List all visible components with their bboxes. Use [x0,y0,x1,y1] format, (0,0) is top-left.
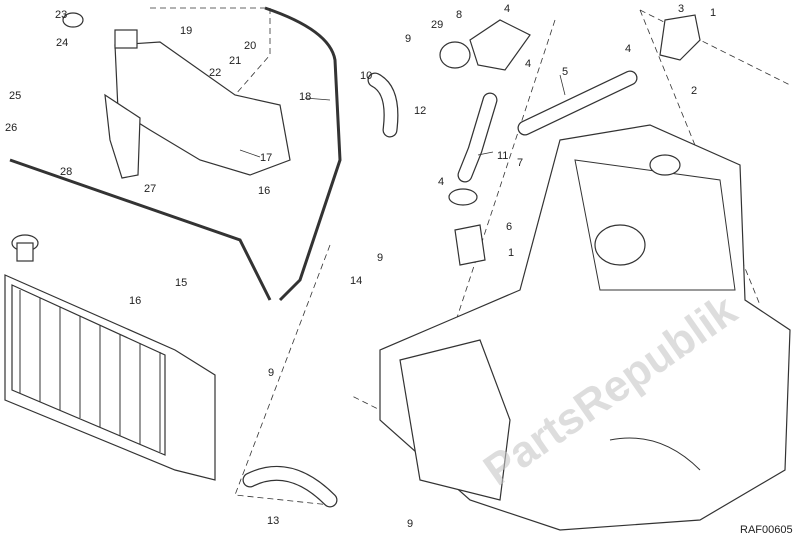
tank-cap [62,12,84,28]
part-label: 1 [710,7,716,19]
part-label: 23 [55,9,67,21]
part-label: 6 [506,221,512,233]
part-labels: 23 19 20 21 22 24 25 26 27 28 17 16 18 1… [5,3,716,530]
part-label: 12 [414,105,426,117]
part-label: 9 [407,518,413,530]
group-outline [234,244,331,506]
part-label: 1 [508,247,514,259]
part-label: 9 [405,33,411,45]
part-label: 26 [5,122,17,134]
part-label: 4 [504,3,510,15]
outlet-fitting [659,14,701,61]
expansion-tank [62,12,291,179]
part-label: 4 [625,43,631,55]
group-outline [639,9,791,86]
part-label: 2 [691,85,697,97]
part-label: 24 [56,37,68,49]
part-label: 4 [438,176,444,188]
part-label: 16 [258,185,270,197]
part-label: 19 [180,25,192,37]
leader-lines [239,74,566,158]
group-outline [150,7,271,96]
hose-clamp [448,188,478,206]
part-label: 9 [268,367,274,379]
part-label: 7 [517,157,523,169]
part-label: 4 [525,58,531,70]
part-label: 21 [229,55,241,67]
part-label: 3 [678,3,684,15]
engine [379,124,791,531]
part-label: 14 [350,275,362,287]
seal-ring [439,41,471,69]
part-label: 29 [431,19,443,31]
part-label: 28 [60,166,72,178]
part-label: 11 [497,150,508,162]
part-label: 13 [267,515,279,527]
part-label: 27 [144,183,156,195]
part-label: 15 [175,277,187,289]
part-label: 8 [456,9,462,21]
coolant-hoses [9,6,638,508]
drawing-code: RAF00605 [740,524,793,536]
part-label: 20 [244,40,256,52]
part-label: 22 [209,67,221,79]
part-label: 25 [9,90,21,102]
radiator [4,234,216,481]
part-label: 10 [360,70,372,82]
tank-bracket [104,93,141,179]
part-label: 16 [129,295,141,307]
part-label: 9 [377,252,383,264]
part-label: 17 [260,152,272,164]
part-label: 18 [299,91,311,103]
thermostat-housing [469,19,531,71]
water-fitting [454,224,486,266]
part-label: 5 [562,66,568,78]
